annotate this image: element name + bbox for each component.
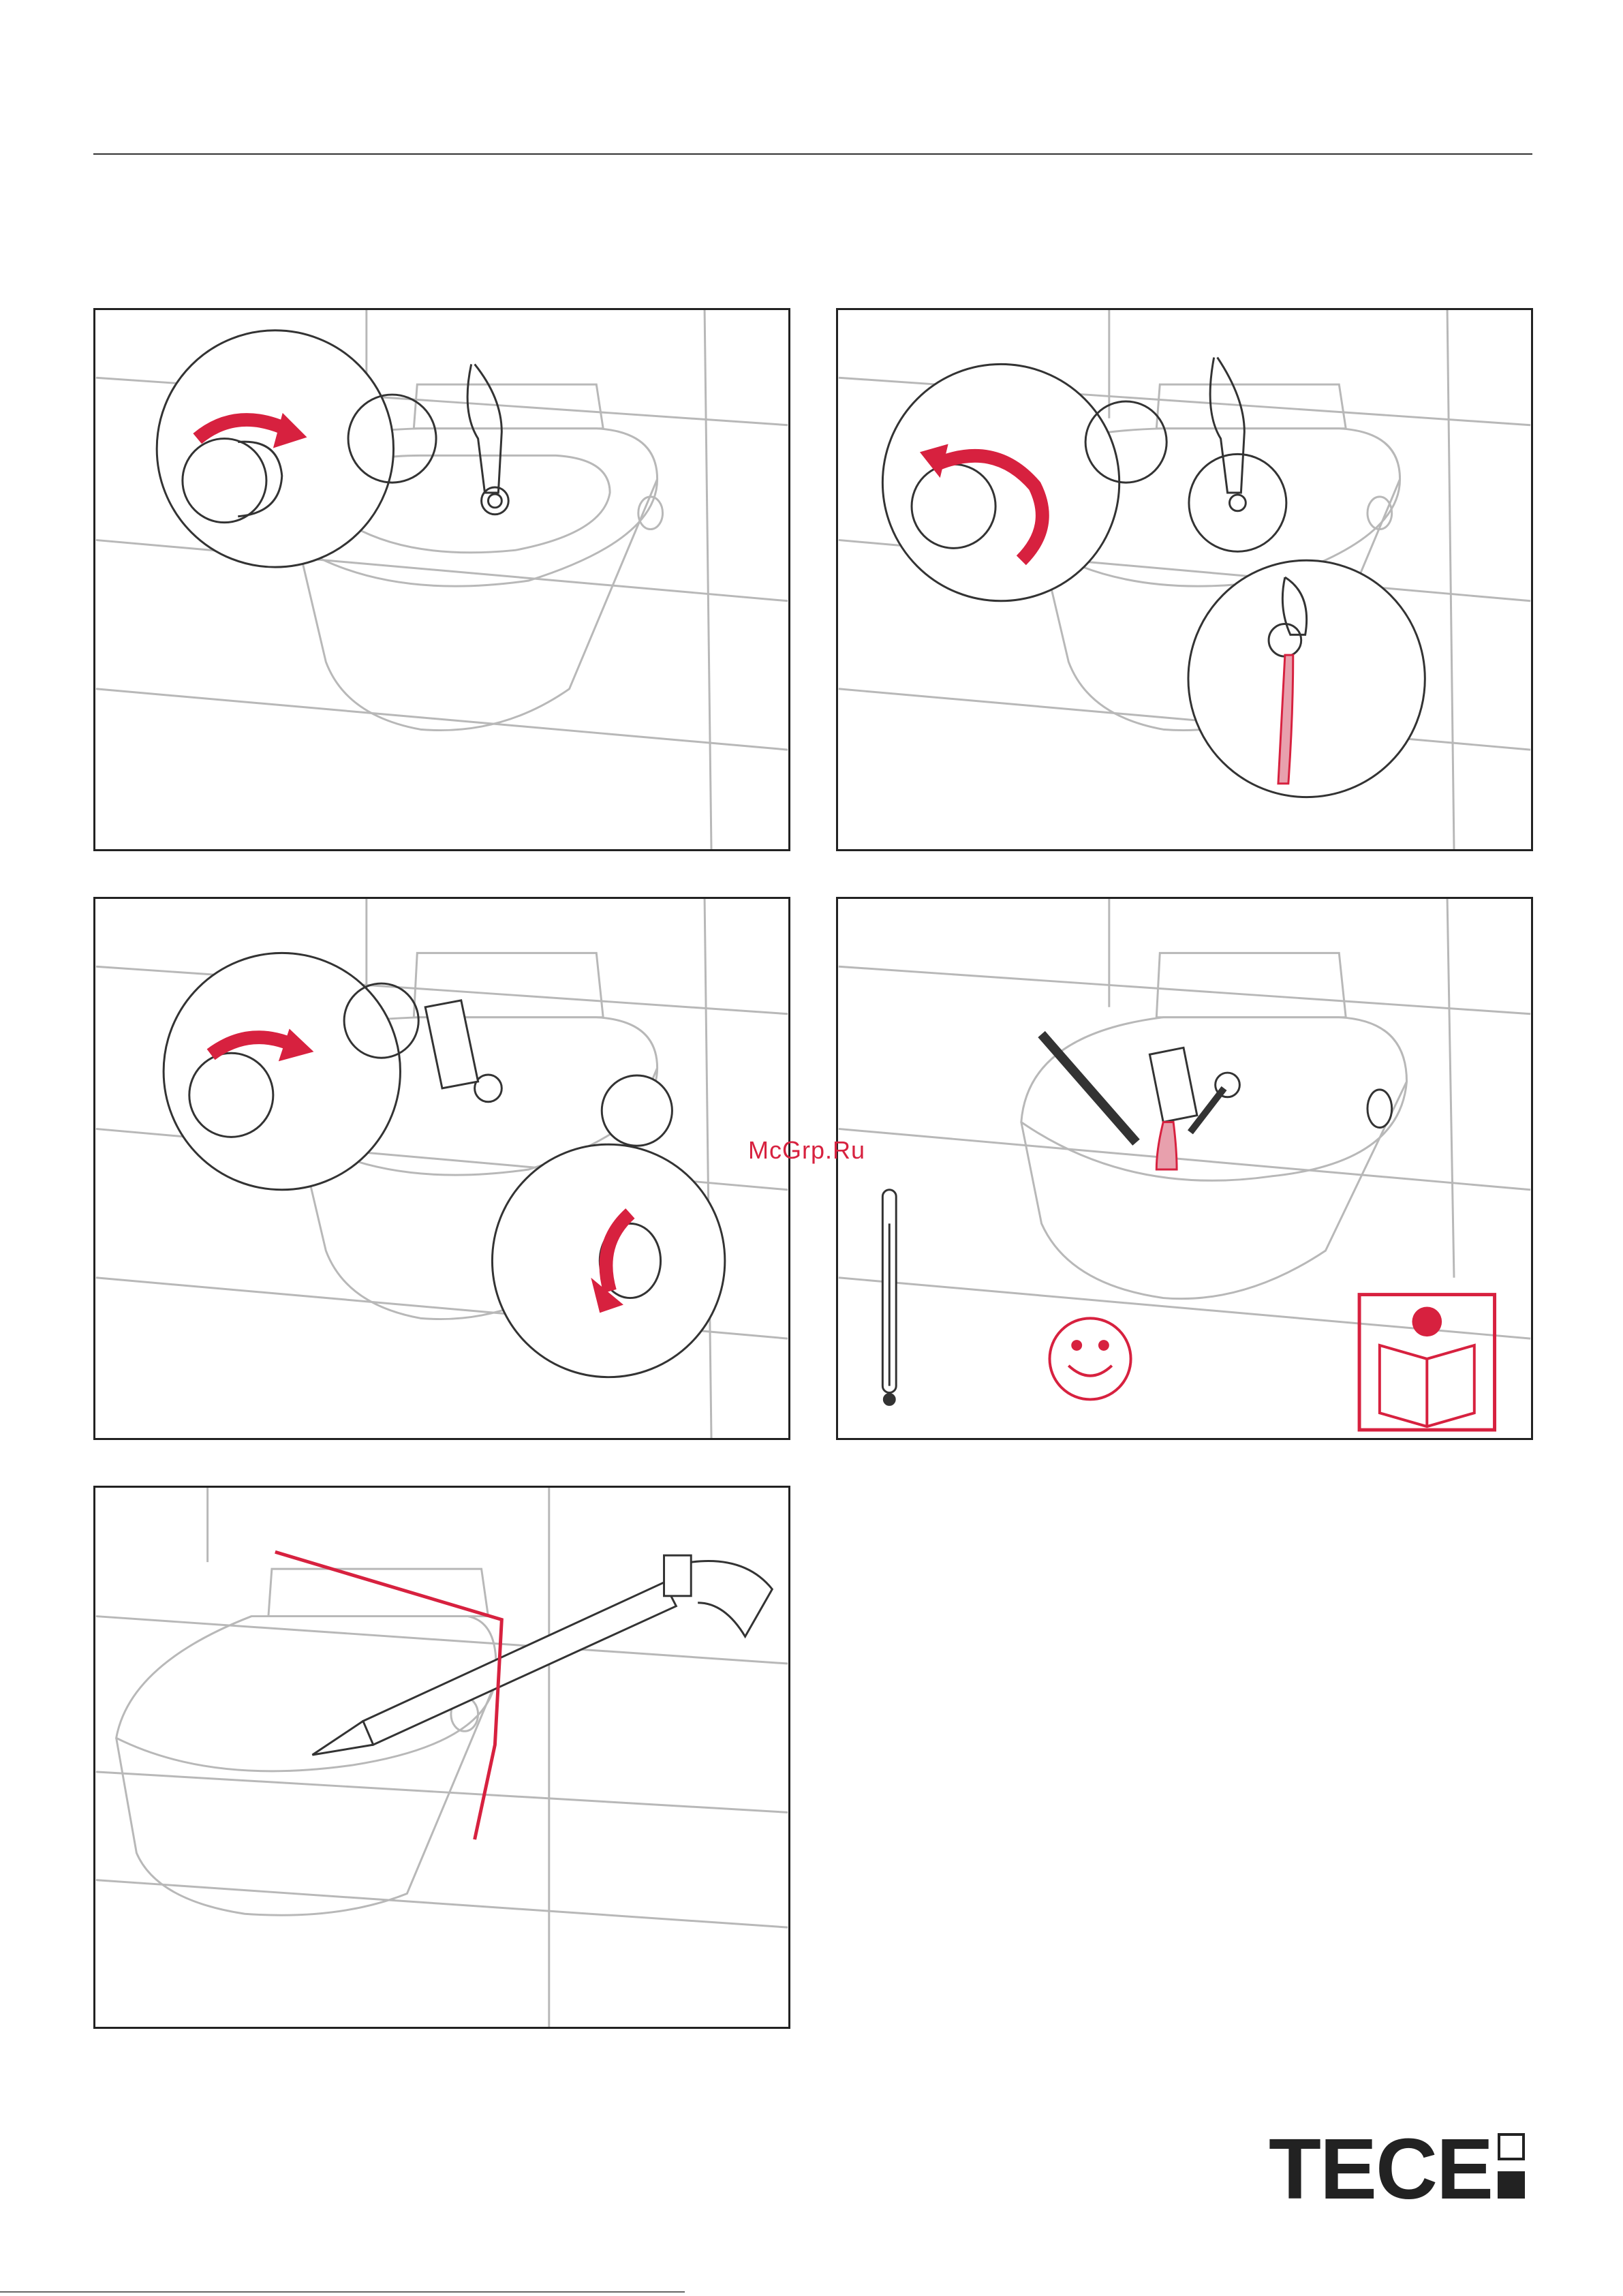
step-3-illustration xyxy=(95,899,788,1438)
step-panel-3 xyxy=(93,897,790,1440)
logo-squares-icon xyxy=(1498,2133,1528,2201)
step-5-illustration xyxy=(95,1488,788,2027)
top-rule xyxy=(93,153,1532,155)
step-panel-1 xyxy=(93,308,790,851)
step-4-illustration xyxy=(838,899,1531,1438)
step-panel-2 xyxy=(836,308,1533,851)
step-panel-5 xyxy=(93,1486,790,2029)
tece-logo: TECE xyxy=(1269,2130,1534,2205)
step-panel-4 xyxy=(836,897,1533,1440)
watermark-text: McGrp.Ru xyxy=(748,1136,865,1165)
step-2-illustration xyxy=(838,310,1531,849)
step-1-illustration xyxy=(95,310,788,849)
brand-name: TECE xyxy=(1269,2126,1492,2212)
bottom-rule xyxy=(0,2291,685,2293)
smiley-icon xyxy=(1050,1318,1131,1399)
read-manual-icon xyxy=(1359,1295,1494,1430)
